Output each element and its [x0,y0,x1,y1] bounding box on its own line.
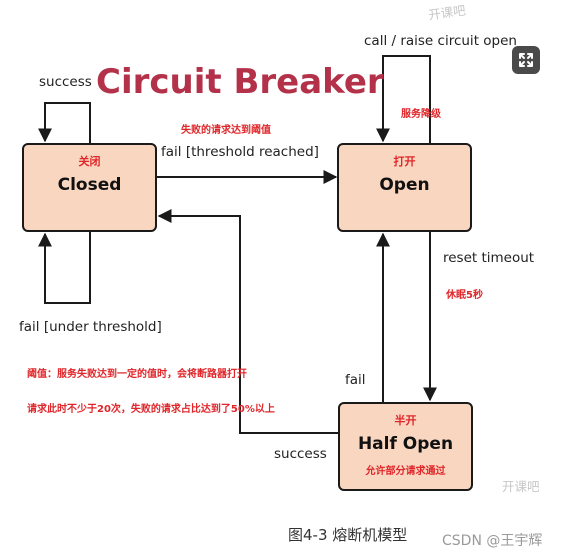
watermark-bottom: 开课吧 [502,479,540,494]
open-note: 服务降级 [401,109,441,120]
closed-success-loop-arrow [38,102,91,143]
threshold-example-note: 请求此时不少于20次，失败的请求占比达到了50%以上 [27,404,275,415]
open-to-half-label: reset timeout [443,250,535,266]
state-closed-label: Closed [57,175,122,195]
diagram-title: Circuit Breaker [96,62,384,102]
open-self-label: call / raise circuit open [364,33,517,49]
expand-button[interactable] [512,46,540,74]
state-half-open: 半开 Half Open 允许部分请求通过 [338,402,473,491]
state-open-cn-label: 打开 [393,155,416,168]
state-closed-cn-label: 关闭 [78,155,101,168]
state-half-open-note: 允许部分请求通过 [365,466,446,477]
closed-to-open-label: fail [threshold reached] [161,144,319,160]
open-to-half-cn-label: 休眠5秒 [446,290,483,301]
state-half-open-cn-label: 半开 [394,414,417,427]
open-self-loop-arrow [376,55,431,143]
closed-fail-loop-arrow [38,232,91,304]
state-closed: 关闭 Closed [22,143,157,232]
closed-to-open-cn-label: 失败的请求达到阈值 [181,125,271,136]
threshold-definition-note: 阈值：服务失败达到一定的值时，会将断路器打开 [27,369,247,380]
credit-text: CSDN @王宇辉 [442,533,543,549]
state-open: 打开 Open [337,143,472,232]
state-open-label: Open [379,175,430,195]
state-half-open-label: Half Open [357,434,454,454]
half-to-open-label: fail [345,372,366,388]
half-to-closed-arrow [157,209,338,434]
figure-caption: 图4-3 熔断机模型 [288,526,408,544]
half-to-closed-label: success [274,446,327,462]
expand-icon [519,53,533,67]
closed-fail-under-label: fail [under threshold] [19,319,162,335]
closed-success-label: success [39,74,92,90]
